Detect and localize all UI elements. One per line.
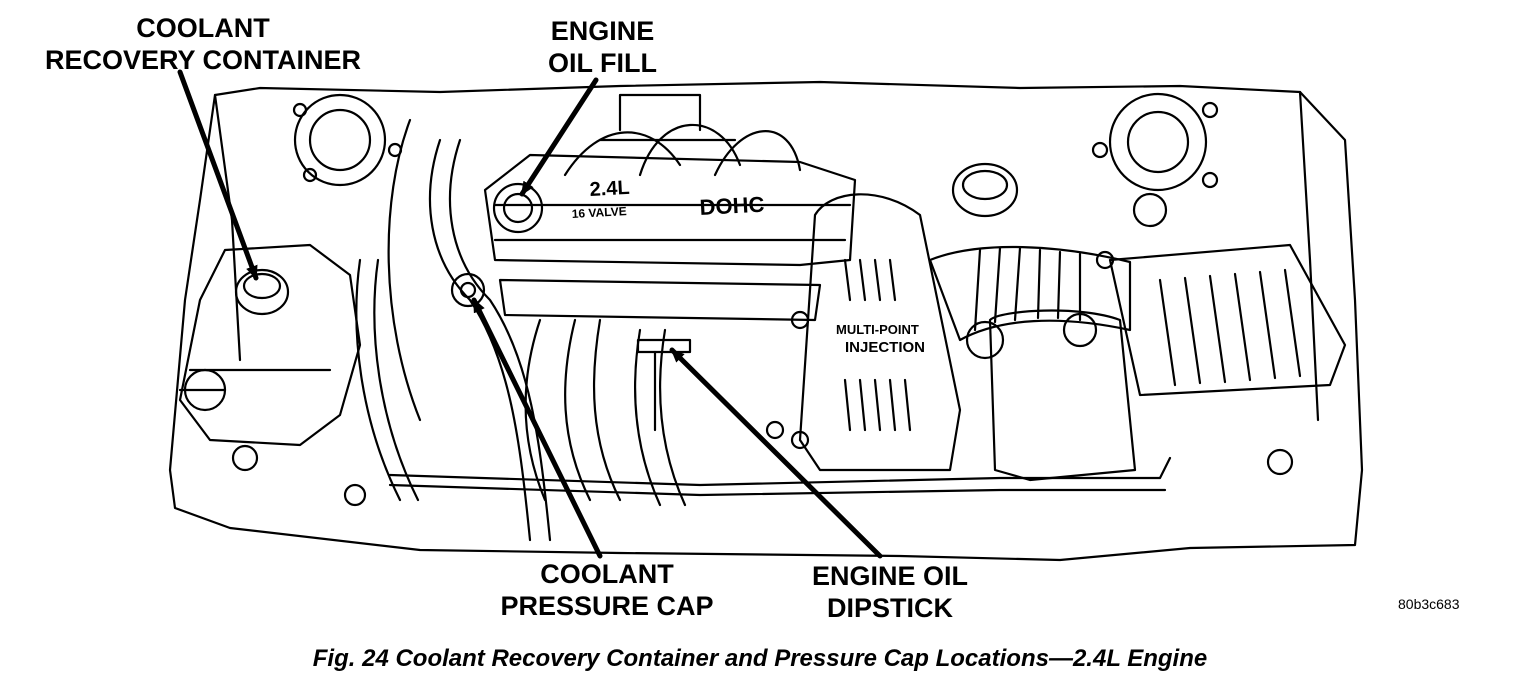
arrow-coolant-pressure-cap <box>471 297 603 559</box>
intake-duct <box>928 245 1132 342</box>
engine-marking-valves: 16 VALVE <box>571 204 627 221</box>
right-shock-tower <box>1108 92 1208 192</box>
air-filter-housing <box>1108 243 1347 397</box>
intake-manifold <box>498 278 822 322</box>
coolant-recovery-container <box>178 243 362 447</box>
callout-engine-oil-dipstick: ENGINE OIL DIPSTICK <box>811 561 968 623</box>
engine-marking-displacement: 2.4L <box>589 177 630 201</box>
brake-fluid-reservoir <box>951 162 1019 218</box>
figure-code: 80b3c683 <box>1398 596 1460 612</box>
oil-dipstick-handle <box>636 338 692 354</box>
oil-fill-cap <box>492 182 544 234</box>
left-shock-tower <box>293 93 387 187</box>
engine-marking-mpi-2: INJECTION <box>845 339 925 356</box>
engine-marking-dohc: DOHC <box>699 192 765 220</box>
callout-engine-oil-fill: ENGINE OIL FILL <box>548 16 657 78</box>
callout-coolant-pressure-cap: COOLANT PRESSURE CAP <box>500 559 714 621</box>
arrow-engine-oil-fill <box>519 77 599 197</box>
engine-marking-mpi-1: MULTI-POINT <box>836 322 919 337</box>
mpi-air-box <box>798 193 962 472</box>
callout-coolant-recovery-container: COOLANT RECOVERY CONTAINER <box>44 13 362 75</box>
coolant-pressure-cap <box>450 272 486 308</box>
compartment-outline <box>168 80 1364 562</box>
battery <box>988 309 1137 482</box>
arrow-coolant-recovery <box>177 69 259 281</box>
arrow-engine-oil-dipstick <box>669 347 883 559</box>
valve-cover <box>483 153 857 267</box>
lower-frame-rail <box>388 456 1172 487</box>
figure-caption: Fig. 24 Coolant Recovery Container and P… <box>312 645 1208 672</box>
